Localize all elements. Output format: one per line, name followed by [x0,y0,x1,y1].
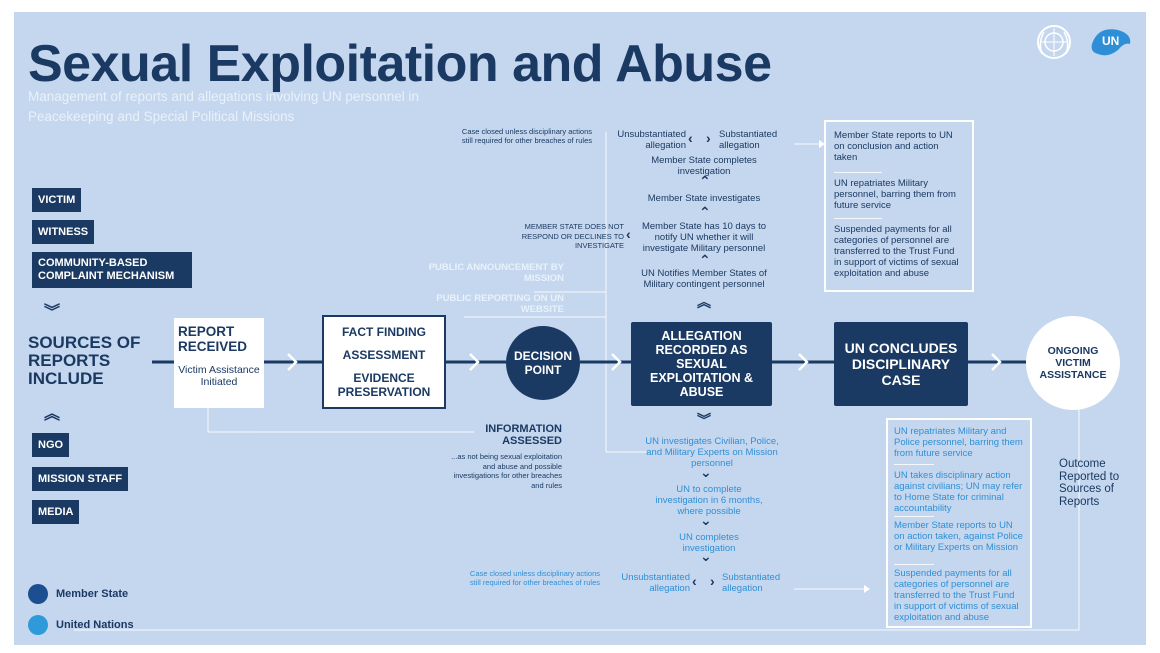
chevron-down-icon: ⌄ [700,548,712,564]
chevron-left-icon: ‹ [692,573,697,589]
un-completes-label: UN completes investigation [679,532,739,554]
un-concludes-box: UN CONCLUDES DISCIPLINARY CASE [834,322,968,406]
report-received-title: REPORT RECEIVED [178,324,248,354]
legend-united-nations-label: United Nations [56,619,134,631]
infographic-canvas: Sexual Exploitation and Abuse Management… [14,12,1146,645]
fact-finding-card: FACT FINDING ASSESSMENT EVIDENCE PRESERV… [322,315,446,409]
source-victim: VICTIM [32,188,82,212]
un-badge-text: UN [1102,34,1120,48]
legend-member-state-label: Member State [56,588,129,600]
source-community-mechanism: COMMUNITY-BASED COMPLAINT MECHANISM [32,252,192,288]
information-assessed-note: ...as not being sexual exploitation and … [451,452,562,490]
ms-outcome-2: UN repatriates Military personnel, barri… [834,178,956,211]
subtitle-line-2: Peacekeeping and Special Political Missi… [28,109,295,124]
chevron-right-icon: › [706,130,711,146]
chevrons-up-icon: ︽ [697,294,711,310]
un-outcome-3: Member State reports to UN on action tak… [894,520,1023,553]
evidence-label: EVIDENCE PRESERVATION [337,371,431,399]
un-peacekeeping-logo: UN [1088,24,1134,60]
ms-completes-label: Member State completes investigation [651,155,757,177]
source-mission-staff: MISSION STAFF [32,467,129,491]
chevron-left-icon: ‹ [688,130,693,146]
public-reporting-label: PUBLIC REPORTING ON UN WEBSITE [436,293,564,315]
legend-member-state: Member State [28,584,128,604]
source-ngo: NGO [32,433,70,457]
chevron-right-icon: › [710,573,715,589]
un-outcome-box: UN repatriates Military and Police perso… [886,418,1032,628]
un-unsubstantiated-label: Unsubstantiated allegation [621,572,690,594]
ms-10-days-label: Member State has 10 days to notify UN wh… [641,221,767,254]
page-subtitle: Management of reports and allegations in… [28,87,548,127]
allegation-box: ALLEGATION RECORDED AS SEXUAL EXPLOITATI… [631,322,772,406]
public-announcement-label: PUBLIC ANNOUNCEMENT BY MISSION [428,262,564,284]
separator [834,172,882,173]
un-six-months-label: UN to complete investigation in 6 months… [655,484,763,517]
chevrons-down-icon: ︾ [44,304,61,321]
un-notifies-label: UN Notifies Member States of Military co… [641,268,767,290]
chevron-up-icon: ⌃ [699,173,711,189]
page-title: Sexual Exploitation and Abuse [28,35,772,93]
subtitle-line-1: Management of reports and allegations in… [28,89,419,104]
chevron-down-icon: ⌄ [700,464,712,480]
ongoing-assistance-circle: ONGOING VICTIM ASSISTANCE [1026,316,1120,410]
un-outcome-4: Suspended payments for all categories of… [894,568,1019,623]
decision-point-circle: DECISION POINT [506,326,580,400]
legend-united-nations: United Nations [28,615,134,635]
un-outcome-2: UN takes disciplinary action against civ… [894,470,1023,514]
ms-outcome-3: Suspended payments for all categories of… [834,224,959,279]
united-nations-swatch [28,615,48,635]
member-state-outcome-box: Member State reports to UN on conclusion… [824,120,974,292]
ms-substantiated-label: Substantiated allegation [719,129,778,151]
sources-label: SOURCES OF REPORTS INCLUDE [28,333,141,388]
ms-outcome-1: Member State reports to UN on conclusion… [834,130,953,163]
outcome-reported-label: Outcome Reported to Sources of Reports [1059,458,1120,508]
un-substantiated-label: Substantiated allegation [722,572,781,594]
victim-assistance-text: Victim Assistance Initiated [178,364,260,388]
chevrons-up-icon: ︽ [44,406,61,423]
ms-not-respond-label: MEMBER STATE DOES NOT RESPOND OR DECLINE… [521,222,624,250]
fact-finding-label: FACT FINDING [342,325,426,339]
chevron-up-icon: ⌃ [699,252,711,268]
assessment-label: ASSESSMENT [342,348,426,362]
un-badge-icon [1091,29,1131,56]
ms-case-closed-text: Case closed unless disciplinary actions … [461,127,592,145]
chevron-up-icon: ⌃ [699,204,711,220]
separator [834,218,882,219]
ms-investigates-label: Member State investigates [647,193,761,204]
information-assessed-label: INFORMATION ASSESSED [485,423,562,447]
un-emblem-icon [1036,24,1072,60]
un-outcome-1: UN repatriates Military and Police perso… [894,426,1023,459]
un-case-closed-text: Case closed unless disciplinary actions … [469,569,600,587]
ms-unsubstantiated-label: Unsubstantiated allegation [617,129,686,151]
separator [894,464,934,465]
connector-lines [74,132,1080,631]
un-investigates-label: UN investigates Civilian, Police, and Mi… [645,436,779,469]
source-witness: WITNESS [32,220,95,244]
ongoing-assistance-label: ONGOING VICTIM ASSISTANCE [1039,345,1107,381]
chevrons-down-icon: ︾ [697,412,711,428]
chevron-left-icon: ‹ [626,226,631,242]
chevron-down-icon: ⌄ [700,512,712,528]
member-state-swatch [28,584,48,604]
source-media: MEDIA [32,500,80,524]
separator [894,516,934,517]
separator [894,564,934,565]
report-received-card: REPORT RECEIVED Victim Assistance Initia… [174,318,264,408]
